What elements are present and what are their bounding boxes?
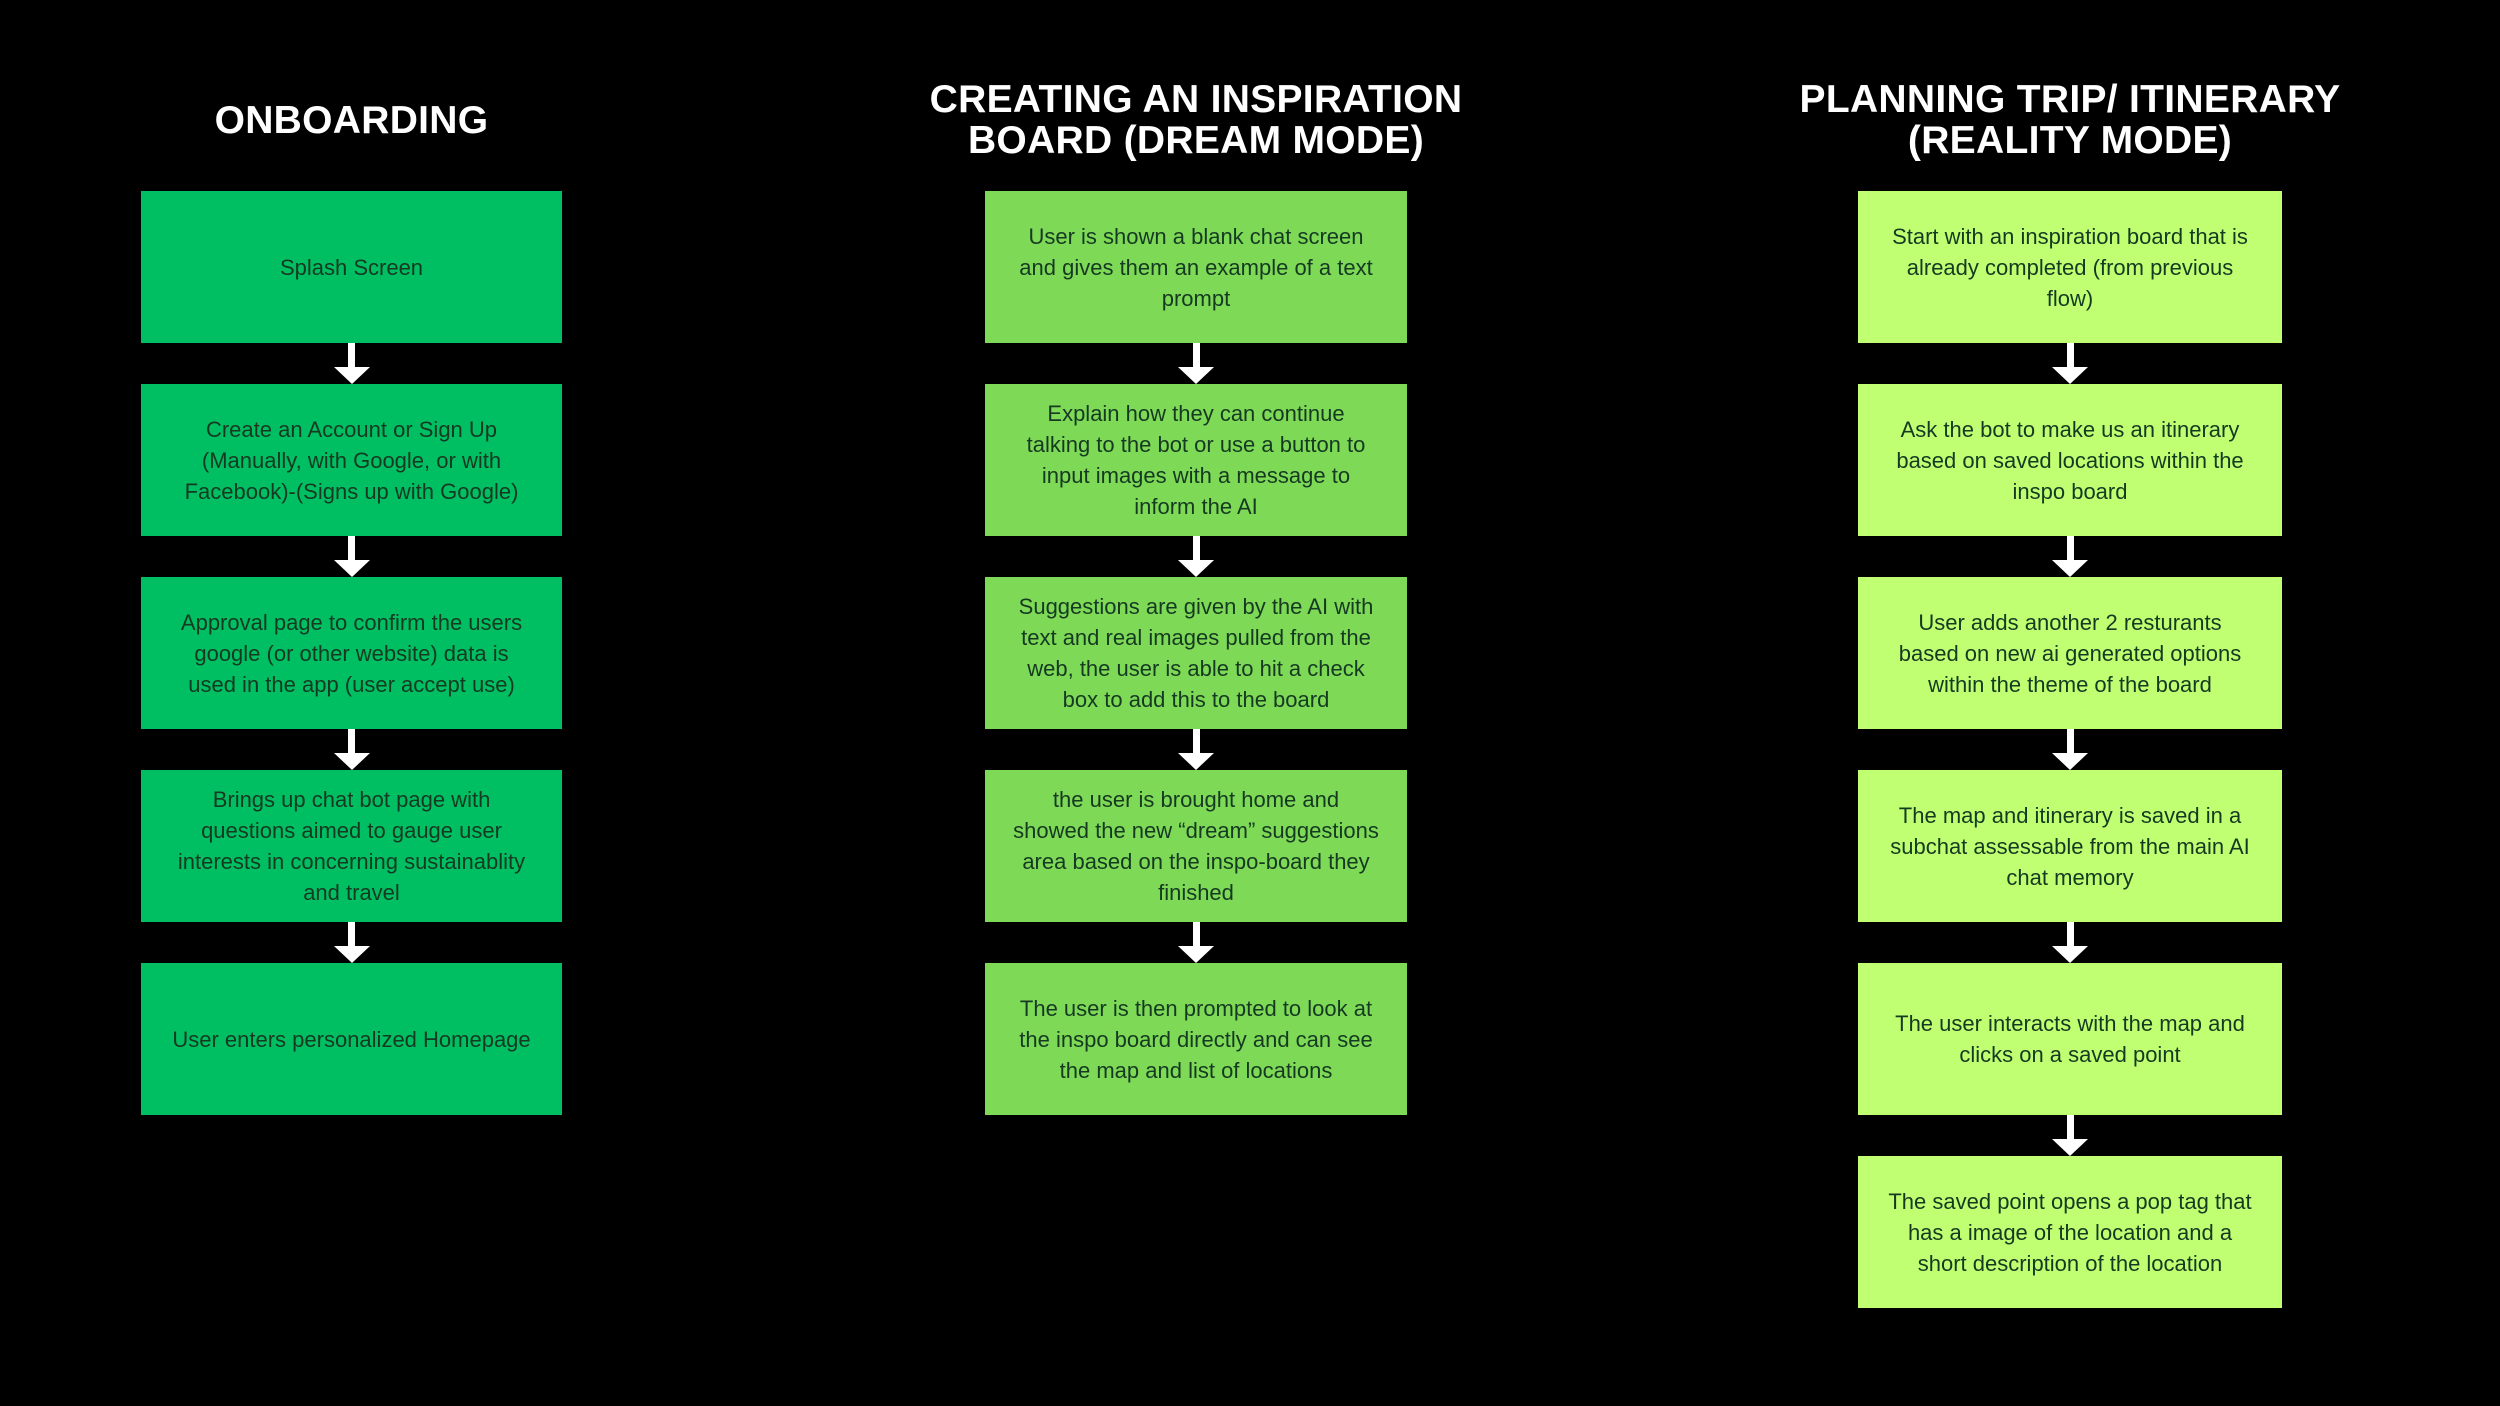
flow-step: Explain how they can continue talking to… (985, 384, 1407, 536)
flow-step: Ask the bot to make us an itinerary base… (1858, 384, 2282, 536)
column-title-onboarding: ONBOARDING (32, 78, 672, 162)
flow-column-reality-mode: PLANNING TRIP/ ITINERARY (REALITY MODE) … (1800, 0, 2340, 1406)
flow-column-dream-mode: CREATING AN INSPIRATION BOARD (DREAM MOD… (930, 0, 1462, 1406)
arrow-down-icon (333, 536, 370, 577)
arrow-down-icon (1178, 536, 1214, 577)
flow-step: the user is brought home and showed the … (985, 770, 1407, 922)
arrow-down-icon (2052, 343, 2088, 384)
flow-step: The user is then prompted to look at the… (985, 963, 1407, 1115)
flow-step: User enters personalized Homepage (141, 963, 562, 1115)
flow-step: Splash Screen (141, 191, 562, 343)
arrow-down-icon (2052, 536, 2088, 577)
flow-step: Create an Account or Sign Up (Manually, … (141, 384, 562, 536)
title-text: (REALITY MODE) (1907, 119, 2233, 162)
arrow-down-icon (2052, 729, 2088, 770)
flow-step: The saved point opens a pop tag that has… (1858, 1156, 2282, 1308)
flow-lane: User is shown a blank chat screen and gi… (985, 191, 1407, 1115)
arrow-down-icon (333, 729, 370, 770)
flow-lane: Splash Screen Create an Account or Sign … (141, 191, 562, 1115)
title-text: BOARD (DREAM MODE) (967, 119, 1425, 162)
arrow-down-icon (1178, 922, 1214, 963)
flow-step: User adds another 2 resturants based on … (1858, 577, 2282, 729)
title-text: CREATING AN INSPIRATION (929, 78, 1463, 121)
arrow-down-icon (1178, 343, 1214, 384)
flow-step: Approval page to confirm the users googl… (141, 577, 562, 729)
arrow-down-icon (2052, 1115, 2088, 1156)
title-text: ONBOARDING (214, 98, 489, 142)
flow-step: User is shown a blank chat screen and gi… (985, 191, 1407, 343)
flow-step: The user interacts with the map and clic… (1858, 963, 2282, 1115)
flow-step: Suggestions are given by the AI with tex… (985, 577, 1407, 729)
column-title-reality-mode: PLANNING TRIP/ ITINERARY (REALITY MODE) (1750, 78, 2390, 162)
flow-step: Brings up chat bot page with questions a… (141, 770, 562, 922)
arrow-down-icon (333, 343, 370, 384)
title-text: PLANNING TRIP/ ITINERARY (1799, 78, 2341, 121)
flow-step: The map and itinerary is saved in a subc… (1858, 770, 2282, 922)
arrow-down-icon (2052, 922, 2088, 963)
flow-column-onboarding: ONBOARDING Splash Screen Create an Accou… (141, 0, 562, 1406)
flow-lane: Start with an inspiration board that is … (1858, 191, 2282, 1308)
arrow-down-icon (333, 922, 370, 963)
arrow-down-icon (1178, 729, 1214, 770)
flow-step: Start with an inspiration board that is … (1858, 191, 2282, 343)
column-title-dream-mode: CREATING AN INSPIRATION BOARD (DREAM MOD… (876, 78, 1516, 162)
